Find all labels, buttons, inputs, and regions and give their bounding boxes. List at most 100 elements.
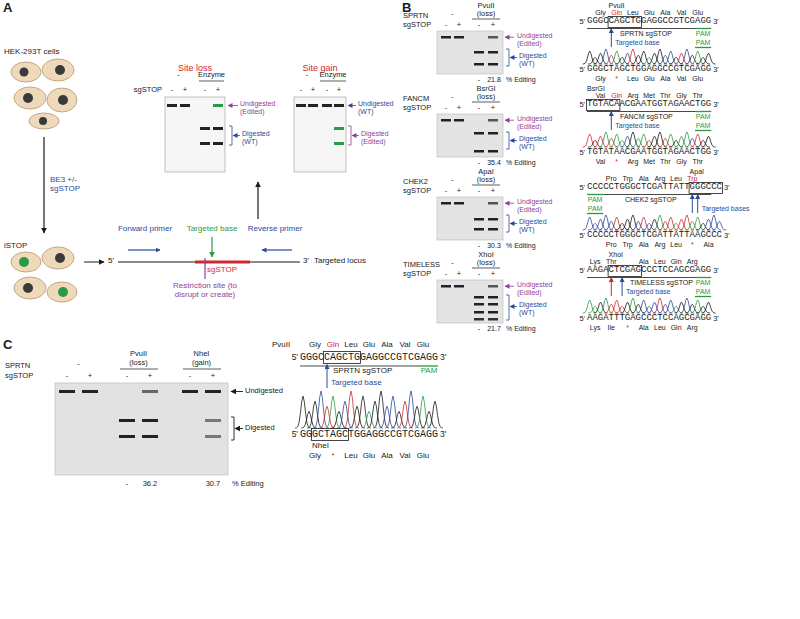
sequence-text: TGTATAACGAATGGTAGAACTGG — [587, 148, 711, 158]
label-text: sgSTOP — [403, 270, 431, 278]
label-text: % Editing — [506, 242, 536, 250]
chromatogram-peak — [307, 401, 323, 428]
chromatogram-peak — [593, 302, 607, 313]
locus-schematic — [262, 249, 292, 250]
label-text: - — [66, 372, 69, 380]
label-text: Ala — [639, 175, 649, 183]
chromatogram-peak — [712, 221, 726, 230]
chromatogram-peak — [680, 298, 694, 313]
label-text: Trp — [622, 175, 632, 183]
cell-illustration — [42, 59, 74, 81]
label-text: Ile — [608, 324, 615, 332]
gel-image — [142, 435, 158, 438]
gel-image — [200, 127, 210, 130]
label-text: * — [691, 241, 694, 249]
sequence-text: AAGATTTGAGCCCTCCAGCGAGG — [587, 314, 711, 324]
label-text: - — [451, 10, 454, 18]
label-text: Digested — [245, 424, 275, 432]
locus-schematic — [84, 262, 104, 263]
targeted-base-arrow — [622, 278, 623, 297]
label-text: + — [491, 21, 495, 29]
cell-illustration — [14, 277, 46, 299]
gel-image — [119, 435, 135, 438]
gel-image — [334, 142, 344, 145]
gel-image — [334, 104, 344, 107]
cell-illustration — [42, 247, 74, 269]
chromatogram-peak — [615, 223, 629, 230]
gel-image — [505, 203, 514, 204]
cell-illustration — [19, 257, 68, 297]
label-text: Digested (WT) — [519, 301, 559, 316]
label-text: % Editing — [506, 159, 536, 167]
label-text: (gain) — [192, 359, 211, 367]
cell-illustration — [39, 117, 47, 125]
label-text: * — [626, 324, 629, 332]
label-text: SPRTN sgSTOP — [620, 30, 672, 38]
gel-image — [474, 218, 484, 221]
gel-image — [488, 51, 498, 54]
gel-image — [165, 97, 225, 172]
chromatogram-peak — [593, 219, 607, 230]
label-text: + — [491, 187, 495, 195]
label-text: - — [478, 21, 481, 29]
chromatogram-peak — [588, 140, 602, 147]
label-text: NheI — [194, 350, 210, 358]
label-text: Gly — [595, 9, 606, 17]
label-text: Leu — [670, 241, 682, 249]
gel-image — [213, 142, 223, 145]
label-text: PAM — [421, 367, 438, 376]
cell-illustration — [47, 282, 77, 302]
chromatogram-peak — [599, 49, 613, 64]
chromatogram-peak — [367, 401, 383, 428]
label-text: + — [183, 86, 187, 94]
label-text: C — [3, 338, 12, 352]
label-text: PvuII — [272, 341, 290, 350]
label-text: 3' — [713, 267, 719, 275]
gel-image — [472, 19, 500, 20]
gel-image — [120, 369, 158, 370]
label-text: (loss) — [477, 10, 495, 18]
label-text: (loss) — [477, 176, 495, 184]
label-text: Digested (Edited) — [361, 130, 398, 145]
label-text: - — [451, 93, 454, 101]
label-text: Arg — [687, 258, 698, 266]
label-text: Undigested (Edited) — [517, 32, 561, 47]
gel-image — [142, 390, 158, 393]
gel-image — [506, 132, 509, 149]
label-text: + — [148, 372, 152, 380]
label-text: PAM — [588, 205, 603, 213]
label-text: 3' — [713, 315, 719, 323]
label-text: Thr — [660, 92, 671, 100]
chromatogram-peak — [349, 406, 365, 428]
label-text: 5' — [108, 257, 114, 266]
label-text: TIMELESS sgSTOP — [630, 279, 693, 287]
label-text: + — [457, 21, 461, 29]
label-text: Targeted base — [626, 288, 670, 296]
chromatogram-peak — [626, 215, 640, 230]
label-text: FANCM — [403, 95, 429, 103]
gel-image — [488, 311, 498, 314]
chromatogram-peak — [696, 306, 710, 313]
label-text: Gln — [611, 9, 622, 17]
label-text: Lys — [590, 324, 601, 332]
chromatogram-peak — [674, 219, 688, 230]
label-text: (loss) — [477, 259, 495, 267]
label-text: - — [451, 259, 454, 267]
label-text: 5' — [292, 353, 298, 362]
label-text: * — [615, 75, 618, 83]
label-text: 36.2 — [143, 480, 158, 488]
gel-image — [441, 36, 451, 39]
locus-schematic — [204, 258, 205, 279]
gel-image — [510, 223, 517, 224]
targeted-base-arrow — [611, 29, 612, 48]
gel-image — [119, 419, 135, 422]
pam-bar — [587, 194, 603, 195]
cell-illustration — [19, 257, 29, 267]
label-text: PAM — [588, 196, 603, 204]
gel-image — [505, 286, 514, 287]
gel-image — [205, 390, 221, 393]
cell-illustration — [47, 88, 77, 112]
gel-image — [308, 104, 318, 107]
gel-image — [506, 49, 509, 66]
